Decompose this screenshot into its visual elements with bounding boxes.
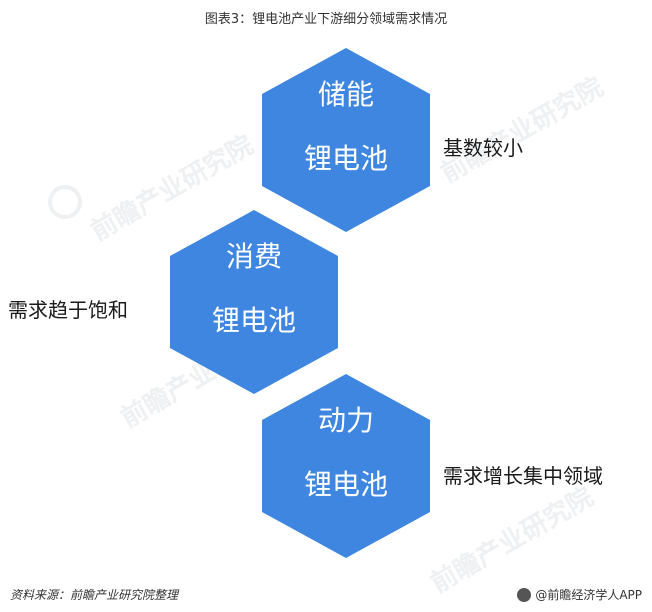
watermark-text: 前瞻产业研究院 — [435, 72, 609, 190]
brand-credit: @前瞻经济学人APP — [517, 586, 642, 603]
watermark-text: 前瞻产业研究院 — [425, 482, 599, 600]
watermark-logo-icon — [48, 185, 82, 219]
note-consumer: 需求趋于饱和 — [8, 298, 128, 322]
note-power: 需求增长集中领域 — [443, 464, 603, 488]
hexagon-shape — [262, 374, 430, 558]
brand-logo-icon — [517, 587, 532, 602]
hexagon-consumer: 消费 锂电池 — [170, 210, 338, 394]
hexagon-label-line1: 动力 — [317, 404, 374, 437]
hexagon-shape — [262, 48, 430, 232]
hexagon-label-line1: 储能 — [317, 78, 374, 111]
figure-title: 图表3：锂电池产业下游细分领域需求情况 — [204, 12, 448, 27]
hexagon-shape — [170, 210, 338, 394]
hexagon-label-line2: 锂电池 — [303, 142, 388, 175]
hexagon-label-line2: 锂电池 — [303, 468, 388, 501]
hexagon-label-line1: 消费 — [225, 240, 282, 273]
hexagon-power: 动力 锂电池 — [262, 374, 430, 558]
source-note: 资料来源：前瞻产业研究院整理 — [10, 588, 179, 602]
hexagon-label-line2: 锂电池 — [211, 304, 296, 337]
hexagon-energy-storage: 储能 锂电池 — [262, 48, 430, 232]
brand-text: @前瞻经济学人APP — [535, 588, 642, 602]
note-energy-storage: 基数较小 — [443, 136, 523, 160]
